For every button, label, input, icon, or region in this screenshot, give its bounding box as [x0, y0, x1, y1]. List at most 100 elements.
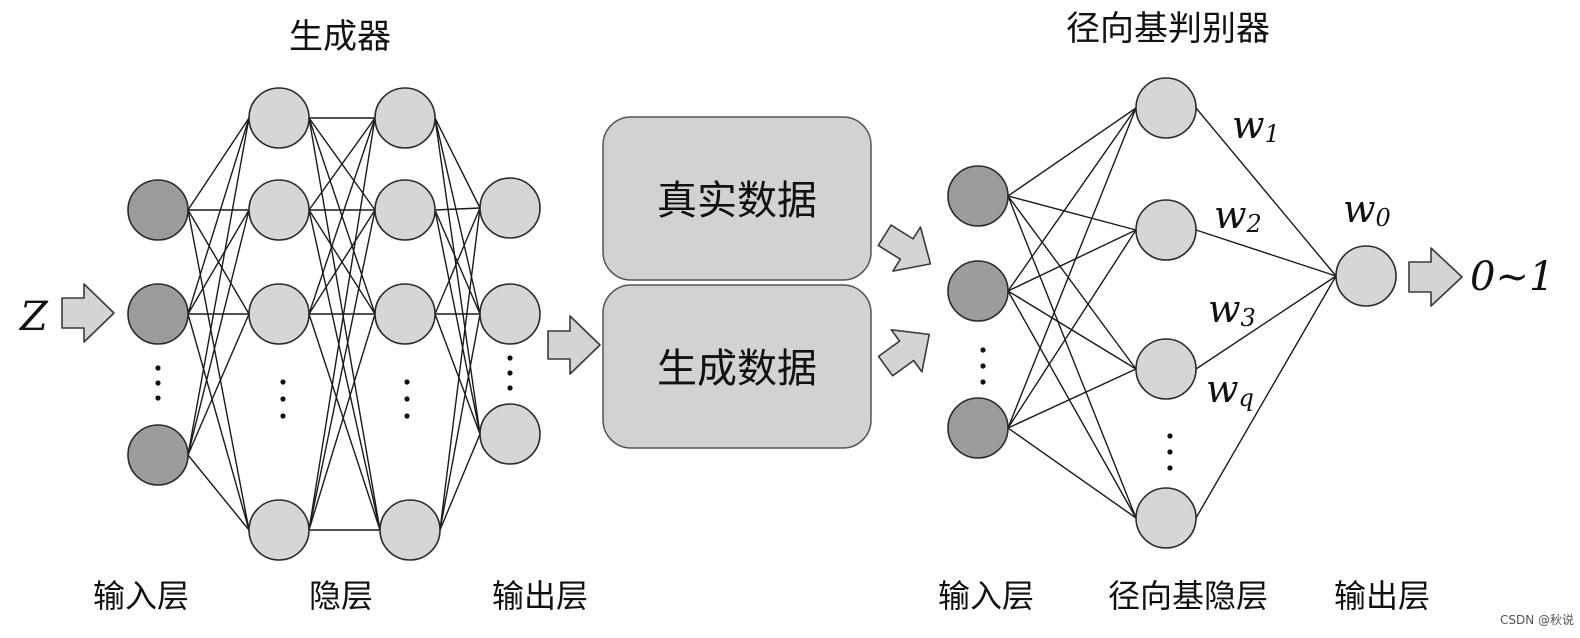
discriminator-output-layer — [1335, 245, 1397, 307]
connection-line — [1007, 195, 1137, 231]
weight-w3: w3 — [1208, 287, 1256, 332]
connection-line — [1007, 107, 1137, 429]
ellipsis-dots — [507, 355, 513, 391]
connection-line — [1007, 427, 1137, 519]
generated-data-arrow — [877, 328, 931, 377]
generator-hidden-node — [374, 283, 436, 345]
discriminator-output-layer-label: 输出层 — [1334, 577, 1430, 615]
discriminator-input-layer — [947, 165, 1009, 459]
connection-line — [434, 117, 481, 435]
connection-line — [434, 207, 481, 315]
generator-hidden-node — [374, 87, 436, 149]
connection-line — [308, 313, 381, 531]
generator-connections — [187, 117, 481, 531]
connection-line — [187, 313, 250, 456]
connection-line — [308, 313, 376, 531]
discriminator-connections — [1007, 107, 1337, 519]
real-data-label: 真实数据 — [657, 178, 817, 224]
connection-line — [1195, 229, 1337, 277]
connection-line — [439, 207, 481, 531]
generator-hidden-node — [374, 179, 436, 241]
connection-line — [308, 117, 376, 531]
connection-line — [434, 313, 481, 435]
generator-to-data-arrow — [547, 315, 601, 375]
generator-hidden-node — [379, 499, 441, 561]
discriminator-input-node — [947, 397, 1009, 459]
connection-line — [434, 207, 481, 211]
connection-line — [1007, 195, 1137, 370]
ellipsis-dots — [404, 379, 410, 419]
ellipsis-dots — [1167, 433, 1173, 471]
generator-input-layer — [127, 179, 189, 486]
connection-line — [1007, 107, 1137, 292]
connection-line — [187, 117, 250, 315]
rbf-hidden-node — [1135, 487, 1197, 549]
discriminator-input-node — [947, 260, 1009, 322]
ellipsis-dots — [155, 365, 161, 401]
connection-line — [1007, 229, 1137, 429]
generator-output-node — [479, 177, 541, 239]
generator-input-layer-label: 输入层 — [93, 577, 189, 615]
connection-line — [434, 209, 481, 435]
connection-line — [1195, 107, 1337, 277]
generator-output-node — [479, 403, 541, 465]
connection-line — [308, 117, 381, 531]
real-data-box: 真实数据 — [602, 116, 872, 281]
weight-w0: w0 — [1343, 187, 1391, 232]
weight-w2: w2 — [1214, 193, 1262, 238]
generator-output-layer-label: 输出层 — [492, 577, 588, 615]
connection-line — [434, 117, 481, 315]
connection-line — [187, 117, 250, 211]
discriminator-input-node — [947, 165, 1009, 227]
connection-line — [187, 454, 250, 531]
generator-hidden-node — [248, 283, 310, 345]
connection-line — [1195, 275, 1337, 519]
connection-line — [1007, 195, 1137, 519]
connection-line — [439, 433, 481, 531]
connection-line — [187, 209, 250, 456]
generator-hidden-layer-label: 隐层 — [309, 577, 373, 615]
connection-line — [308, 117, 376, 315]
connection-line — [308, 209, 376, 531]
connection-line — [308, 117, 376, 211]
generator-input-node — [127, 283, 189, 345]
connection-line — [187, 209, 250, 315]
generated-data-label: 生成数据 — [657, 346, 817, 392]
rbf-hidden-node — [1135, 77, 1197, 139]
connection-line — [187, 313, 250, 531]
generator-input-node — [127, 179, 189, 241]
weight-wq: wq — [1206, 367, 1254, 412]
rbf-hidden-node — [1135, 199, 1197, 261]
connection-line — [1195, 275, 1337, 370]
connection-line — [308, 209, 381, 531]
ellipsis-dots — [280, 379, 286, 419]
generator-input-symbol: Z — [18, 294, 49, 340]
connection-line — [434, 117, 481, 209]
watermark: CSDN @秋说 — [1500, 612, 1574, 627]
discriminator-title: 径向基判别器 — [1066, 9, 1270, 49]
generator-hidden-layer-1 — [248, 87, 310, 561]
rbf-hidden-node — [1135, 338, 1197, 400]
generator-hidden-node — [248, 179, 310, 241]
output-arrow — [1408, 247, 1463, 307]
connection-line — [1007, 229, 1137, 292]
weight-w1: w1 — [1232, 103, 1280, 148]
generator-hidden-layer-2 — [374, 87, 441, 561]
connection-line — [1007, 290, 1137, 519]
generator-title: 生成器 — [289, 17, 391, 57]
generator-input-node — [127, 424, 189, 486]
generator-output-node — [479, 283, 541, 345]
ellipsis-dots — [980, 347, 986, 385]
connection-line — [308, 209, 376, 315]
discriminator-rbf-hidden-layer — [1135, 77, 1197, 549]
output-range: 0~1 — [1470, 254, 1554, 300]
discriminator-output-node — [1335, 245, 1397, 307]
generator-hidden-node — [248, 499, 310, 561]
connection-line — [439, 313, 481, 531]
generator-hidden-node — [248, 87, 310, 149]
connection-line — [1007, 107, 1137, 197]
input-arrow — [61, 283, 115, 343]
generated-data-box: 生成数据 — [602, 284, 872, 449]
generator-output-layer — [479, 177, 541, 465]
